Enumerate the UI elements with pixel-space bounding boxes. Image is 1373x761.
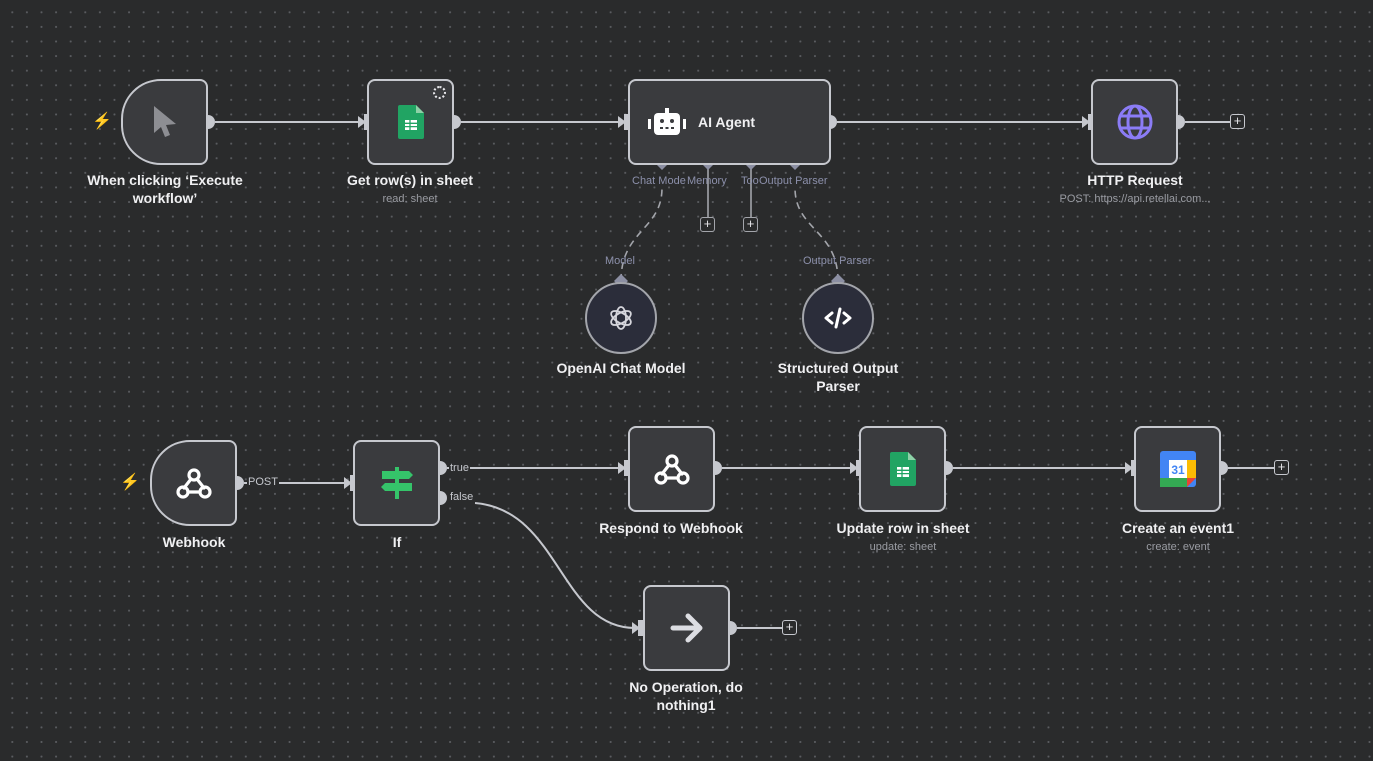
node-title: When clicking ‘Execute workflow’ (87, 172, 243, 206)
arrow-getrows-in (358, 116, 366, 128)
port-label-model: Model (605, 255, 635, 267)
port-label-output-parser-sub: Output Parser (803, 255, 872, 267)
robot-icon (648, 108, 686, 135)
port-label-output-parser: Output Parser (759, 175, 828, 187)
node-get-rows[interactable] (367, 79, 454, 165)
node-title: Update row in sheet (836, 520, 970, 536)
node-subtitle: create: event (1146, 541, 1210, 553)
trigger-bolt-icon: ⚡ (92, 113, 112, 130)
pointer-cursor-icon (153, 106, 176, 137)
node-create-event[interactable]: 31 (1134, 426, 1221, 512)
node-if[interactable] (353, 440, 440, 526)
refresh-status-icon (433, 86, 446, 99)
arrow-update-in (850, 462, 858, 474)
node-title: HTTP Request (1087, 172, 1183, 188)
node-http-request[interactable] (1091, 79, 1178, 165)
node-title: Create an event1 (1121, 520, 1235, 536)
node-subtitle: update: sheet (869, 541, 937, 553)
edge-label-post: POST (247, 476, 279, 488)
node-openai-chat-model[interactable] (585, 282, 657, 354)
port-label-tool: Too (741, 175, 759, 187)
webhook-icon (175, 468, 212, 499)
edge-label-false: false (449, 491, 475, 503)
port-label-memory: Memory (687, 175, 727, 187)
node-title: OpenAI Chat Model (556, 360, 686, 376)
openai-icon (610, 306, 632, 330)
node-title: AI Agent (698, 114, 756, 130)
google-sheets-icon (889, 452, 916, 486)
node-ai-agent[interactable]: AI Agent (628, 79, 831, 165)
node-structured-output-parser[interactable] (802, 282, 874, 354)
edge-parser-to-agent (794, 187, 839, 282)
node-title: Respond to Webhook (599, 520, 743, 536)
add-node-button[interactable]: + (782, 620, 797, 635)
add-memory-button[interactable]: + (700, 217, 715, 232)
globe-icon (1117, 104, 1152, 140)
arrow-right-icon (670, 613, 702, 643)
calendar-day: 31 (1171, 463, 1185, 477)
node-title: Get row(s) in sheet (346, 172, 474, 188)
node-no-operation[interactable] (643, 585, 730, 671)
arrow-agent-in (618, 116, 626, 128)
arrow-if-in (344, 477, 352, 489)
webhook-icon (653, 454, 690, 485)
node-respond-to-webhook[interactable] (628, 426, 715, 512)
edge-label-true: true (449, 462, 470, 474)
node-subtitle: read: sheet (382, 193, 438, 205)
code-icon (824, 307, 852, 329)
arrow-http-in (1082, 116, 1090, 128)
add-node-button[interactable]: + (1230, 114, 1245, 129)
node-title: No Operation, do nothing1 (629, 679, 743, 713)
node-subtitle: POST: https://api.retellai.com... (1059, 193, 1211, 205)
node-title: Structured Output Parser (777, 360, 899, 394)
node-webhook[interactable] (150, 440, 237, 526)
edge-model-to-agent (620, 187, 663, 282)
arrow-respond-in (618, 462, 626, 474)
node-manual-trigger[interactable] (121, 79, 208, 165)
google-calendar-icon: 31 (1159, 451, 1196, 487)
google-sheets-icon (397, 105, 424, 139)
node-update-row[interactable] (859, 426, 946, 512)
trigger-bolt-icon: ⚡ (120, 474, 140, 491)
signpost-icon (380, 467, 413, 499)
arrow-noop-in (632, 622, 640, 634)
arrow-calendar-in (1125, 462, 1133, 474)
node-title: If (392, 534, 402, 550)
node-title: Webhook (162, 534, 226, 550)
port-label-chat-model: Chat Mode (632, 175, 686, 187)
add-tool-button[interactable]: + (743, 217, 758, 232)
add-node-button[interactable]: + (1274, 460, 1289, 475)
